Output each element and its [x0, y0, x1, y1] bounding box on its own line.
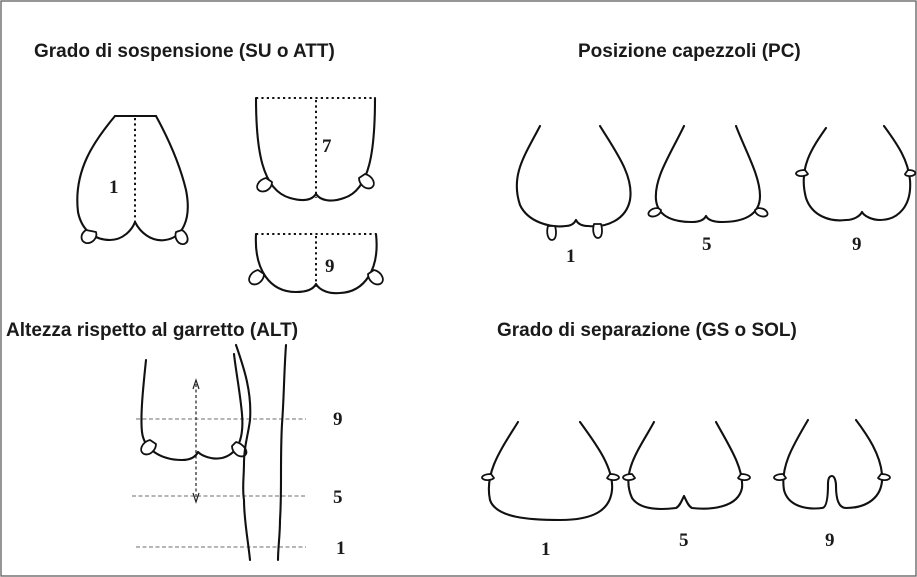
teat: [482, 474, 494, 480]
panel-suspension: Grado di sospensione (SU o ATT) 1 7: [34, 41, 383, 293]
teat: [648, 208, 661, 217]
teat: [607, 474, 619, 480]
panel-title-height: Altezza rispetto al garretto (ALT): [6, 320, 298, 341]
udder-teat-position-9: 9: [796, 126, 915, 255]
udder-teat-position-5: 5: [648, 126, 767, 255]
separation-label-1: 1: [541, 539, 551, 560]
teat: [623, 474, 635, 480]
teat: [878, 474, 890, 480]
panel-teat-position: Posizione capezzoli (PC) 1 5 9: [517, 41, 916, 267]
teat: [547, 226, 556, 240]
height-label-5: 5: [333, 487, 343, 508]
teat: [175, 230, 187, 244]
teat: [905, 170, 915, 176]
teat: [257, 178, 272, 191]
score-label-9: 9: [852, 234, 862, 255]
panel-title-suspension: Grado di sospensione (SU o ATT): [34, 41, 335, 62]
score-label-5: 5: [702, 234, 712, 255]
panel-height: Altezza rispetto al garretto (ALT) 9 5 1: [6, 320, 346, 560]
udder-separation-9: 9: [774, 420, 890, 551]
udder-suspension-1: 1: [77, 116, 187, 244]
teat: [774, 474, 786, 480]
height-label-9: 9: [333, 409, 343, 430]
separation-label-9: 9: [825, 530, 835, 551]
teat: [368, 270, 383, 284]
teat: [738, 474, 750, 480]
panel-title-teat-position: Posizione capezzoli (PC): [578, 41, 801, 62]
udder-teat-position-1: 1: [517, 126, 631, 267]
score-label-1: 1: [566, 246, 576, 267]
height-arrow: [193, 380, 199, 502]
teat: [755, 208, 768, 217]
score-label-1: 1: [109, 177, 119, 198]
height-label-1: 1: [336, 538, 346, 559]
udder-separation-5: 5: [623, 422, 750, 551]
teat: [359, 174, 374, 188]
panel-separation: Grado di separazione (GS o SOL) 1 5 9: [482, 320, 890, 560]
teat: [82, 230, 97, 243]
udder-side-view: [141, 354, 246, 460]
teat: [796, 170, 808, 176]
teat: [593, 224, 602, 238]
udder-suspension-9: 9: [249, 234, 383, 293]
separation-label-5: 5: [679, 530, 689, 551]
teat: [249, 270, 264, 284]
udder-suspension-7: 7: [256, 98, 375, 201]
udder-separation-1: 1: [482, 422, 619, 560]
score-label-7: 7: [322, 136, 332, 157]
score-label-9: 9: [325, 256, 335, 277]
panel-title-separation: Grado di separazione (GS o SOL): [497, 320, 797, 341]
